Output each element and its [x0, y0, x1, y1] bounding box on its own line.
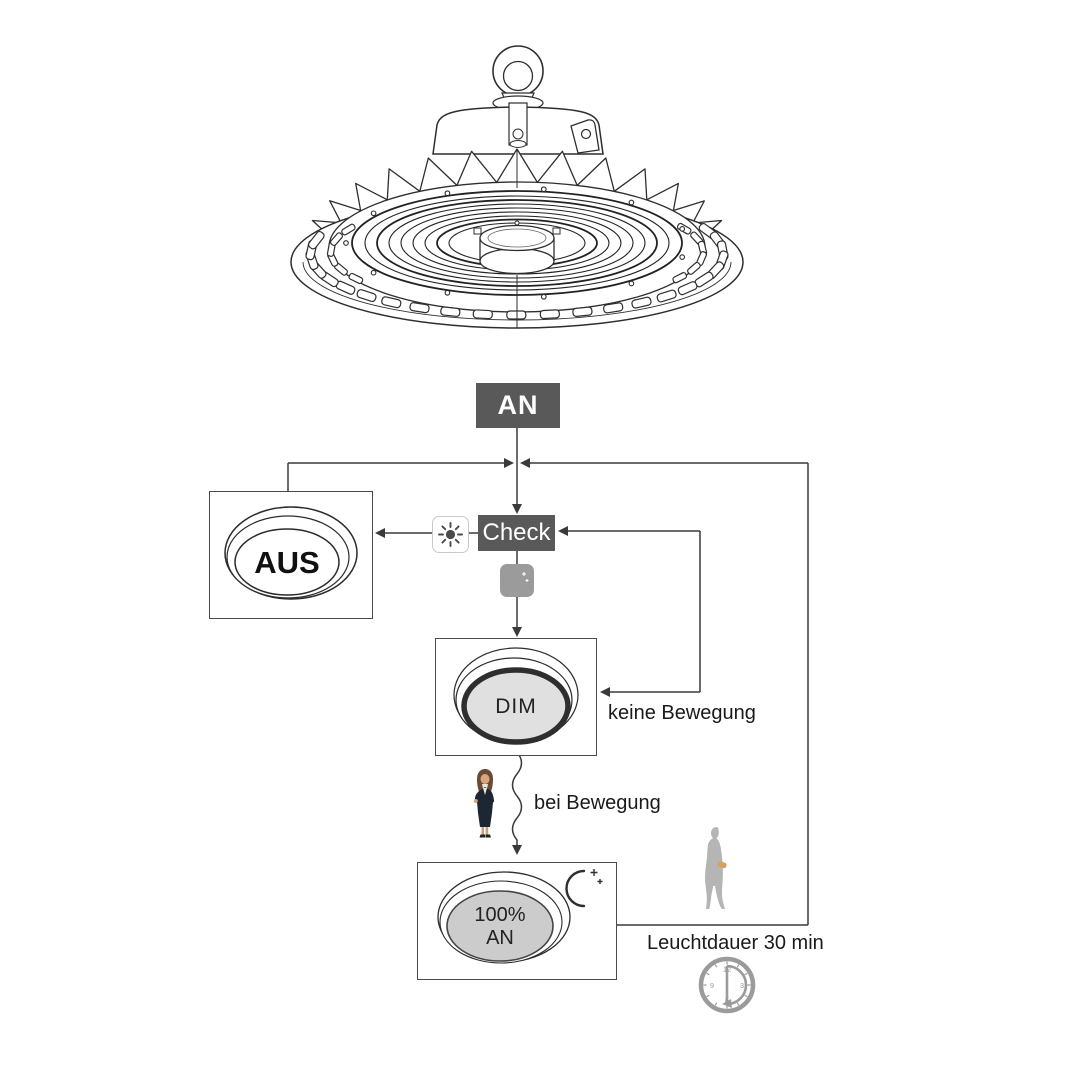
eyebolt-hook	[492, 45, 544, 111]
ufo-light-illustration	[290, 45, 744, 329]
arrowhead-down-check	[512, 504, 522, 514]
crescent-moon-icon	[565, 869, 603, 908]
arrowhead-into-aus	[375, 528, 385, 538]
motion-sensor-dome	[473, 220, 561, 275]
label-motion: bei Bewegung	[534, 792, 661, 814]
moon-icon	[500, 564, 534, 597]
state-label-on-percent: 100%	[474, 904, 525, 926]
arrowhead-down-dim	[512, 627, 522, 637]
clock-number-6: 6	[725, 996, 729, 1005]
motion-zigzag-line	[511, 751, 523, 846]
lamp-dim-drawing: DIM	[453, 647, 579, 745]
state-box-dim: DIM	[435, 638, 597, 756]
vent-slot-ring	[305, 222, 729, 320]
state-box-on: 100% AN	[417, 862, 617, 980]
arrowhead-junction-left	[520, 458, 530, 468]
state-box-aus: AUS	[209, 491, 373, 619]
person-icon	[472, 768, 498, 838]
arrowhead-into-check	[558, 526, 568, 536]
clock-number-9: 9	[710, 981, 714, 990]
clock-30min-icon: 12 3 6 9	[698, 956, 756, 1014]
start-state-label: AN	[497, 390, 539, 420]
label-no-motion: keine Bewegung	[608, 702, 756, 724]
sun-glyph	[438, 522, 463, 547]
person-silhouette-icon	[698, 826, 734, 910]
state-label-dim: DIM	[495, 695, 537, 718]
check-label: Check	[482, 519, 551, 546]
lamp-on-drawing: 100% AN	[437, 869, 603, 964]
label-duration: Leuchtdauer 30 min	[647, 932, 824, 954]
lamp-off-drawing: AUS	[224, 506, 358, 600]
state-label-on-an: AN	[486, 927, 514, 949]
arrowhead-into-dim	[600, 687, 610, 697]
sun-icon	[432, 516, 469, 553]
driver-housing	[432, 102, 604, 155]
clock-number-3: 3	[740, 981, 744, 990]
start-state-box: AN	[476, 383, 560, 428]
arrowhead-junction-right	[504, 458, 514, 468]
arrowhead-down-on	[512, 845, 522, 855]
state-label-aus: AUS	[254, 545, 319, 580]
check-box: Check	[478, 515, 555, 551]
clock-number-12: 12	[723, 965, 731, 974]
moon-glyph	[509, 570, 529, 591]
